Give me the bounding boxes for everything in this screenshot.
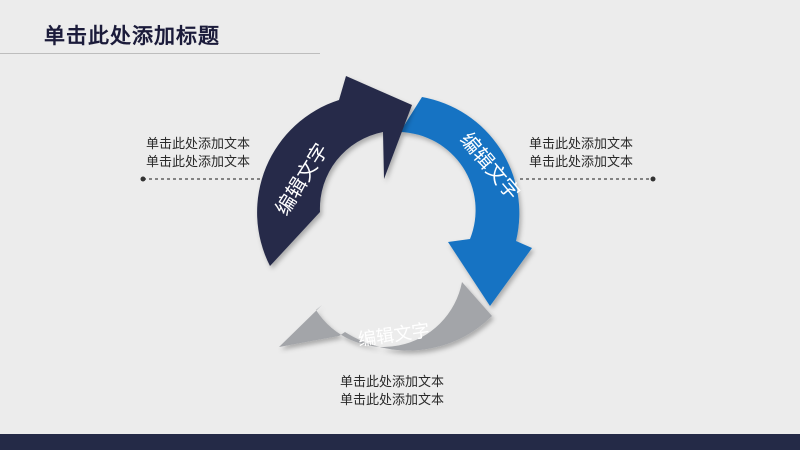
cycle-arrow-gray[interactable] <box>279 282 492 351</box>
page-title: 单击此处添加标题 <box>44 24 220 48</box>
cycle-arrow-blue[interactable] <box>400 97 532 306</box>
cycle-arrow-navy[interactable] <box>257 76 412 266</box>
note-left-line-2: 单击此处添加文本 <box>146 155 251 170</box>
note-right-line-2: 单击此处添加文本 <box>529 155 634 170</box>
connector-dot-left <box>140 176 146 182</box>
note-bottom-line-1: 单击此处添加文本 <box>340 375 445 390</box>
note-bottom-line-2: 单击此处添加文本 <box>340 393 445 408</box>
footer-bar <box>0 434 800 450</box>
connector-dot-right <box>650 176 656 182</box>
note-right-line-1: 单击此处添加文本 <box>529 137 634 152</box>
note-left-line-1: 单击此处添加文本 <box>146 137 251 152</box>
note-bottom: 单击此处添加文本 单击此处添加文本 <box>340 374 444 410</box>
note-left: 单击此处添加文本 单击此处添加文本 <box>146 136 250 172</box>
note-right: 单击此处添加文本 单击此处添加文本 <box>529 136 633 172</box>
title-underline <box>0 53 320 54</box>
